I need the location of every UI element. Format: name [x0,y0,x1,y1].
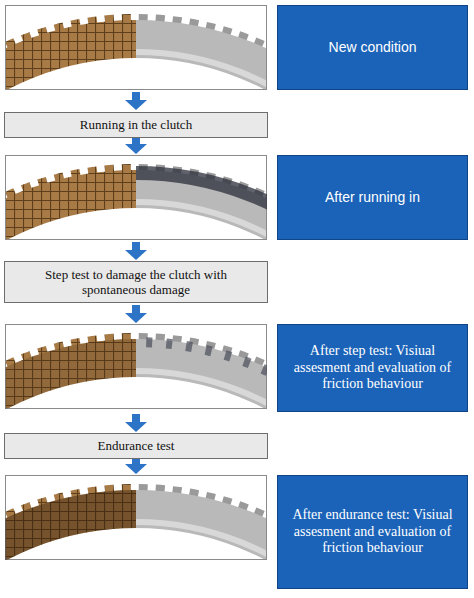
process-box: Running in the clutch [4,112,268,138]
box-text: After step test: Visiual assesment and e… [286,343,459,393]
box-text: Running in the clutch [80,117,192,132]
box-text: After endurance test: Visiual assesment … [286,507,459,557]
stage-box: After running in [277,155,468,240]
process-box: Step test to damage the clutch with spon… [4,261,268,303]
box-text: Endurance test [98,438,175,453]
box-text: Step test to damage the clutch with spon… [13,267,259,298]
stage-box: New condition [277,5,468,90]
box-text: New condition [329,39,417,56]
box-text: After running in [325,189,420,206]
process-box: Endurance test [4,433,268,459]
stage-box: After step test: Visiual assesment and e… [277,324,468,412]
stage-box: After endurance test: Visiual assesment … [277,475,468,589]
